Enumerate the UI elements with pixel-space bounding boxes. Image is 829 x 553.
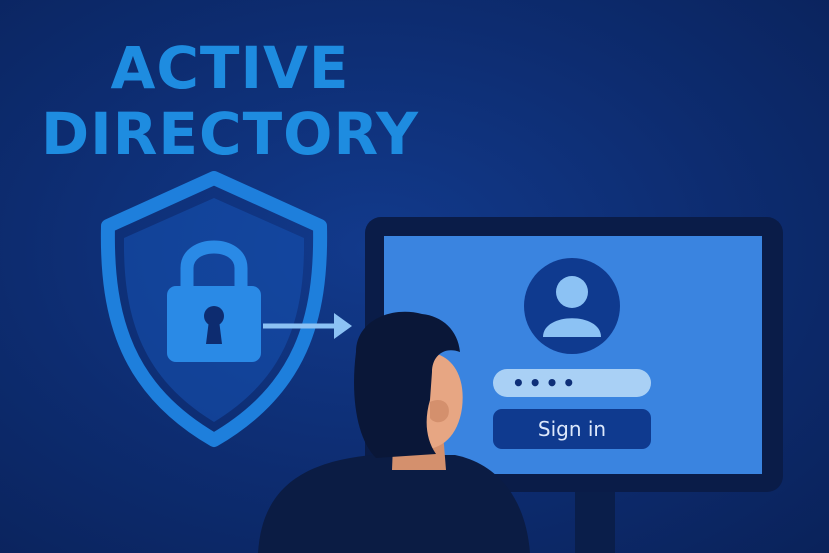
sign-in-button[interactable]: Sign in	[493, 409, 651, 449]
password-field[interactable]	[493, 369, 651, 397]
page-title-line-2: DIRECTORY	[41, 100, 419, 168]
user-avatar-icon	[524, 258, 620, 354]
page-title-line-1: ACTIVE	[110, 34, 350, 102]
password-mask: ••••	[512, 371, 580, 395]
arrow-right-icon	[263, 313, 352, 339]
person	[258, 311, 530, 553]
sign-in-label: Sign in	[537, 417, 607, 441]
lock-icon	[167, 240, 261, 362]
